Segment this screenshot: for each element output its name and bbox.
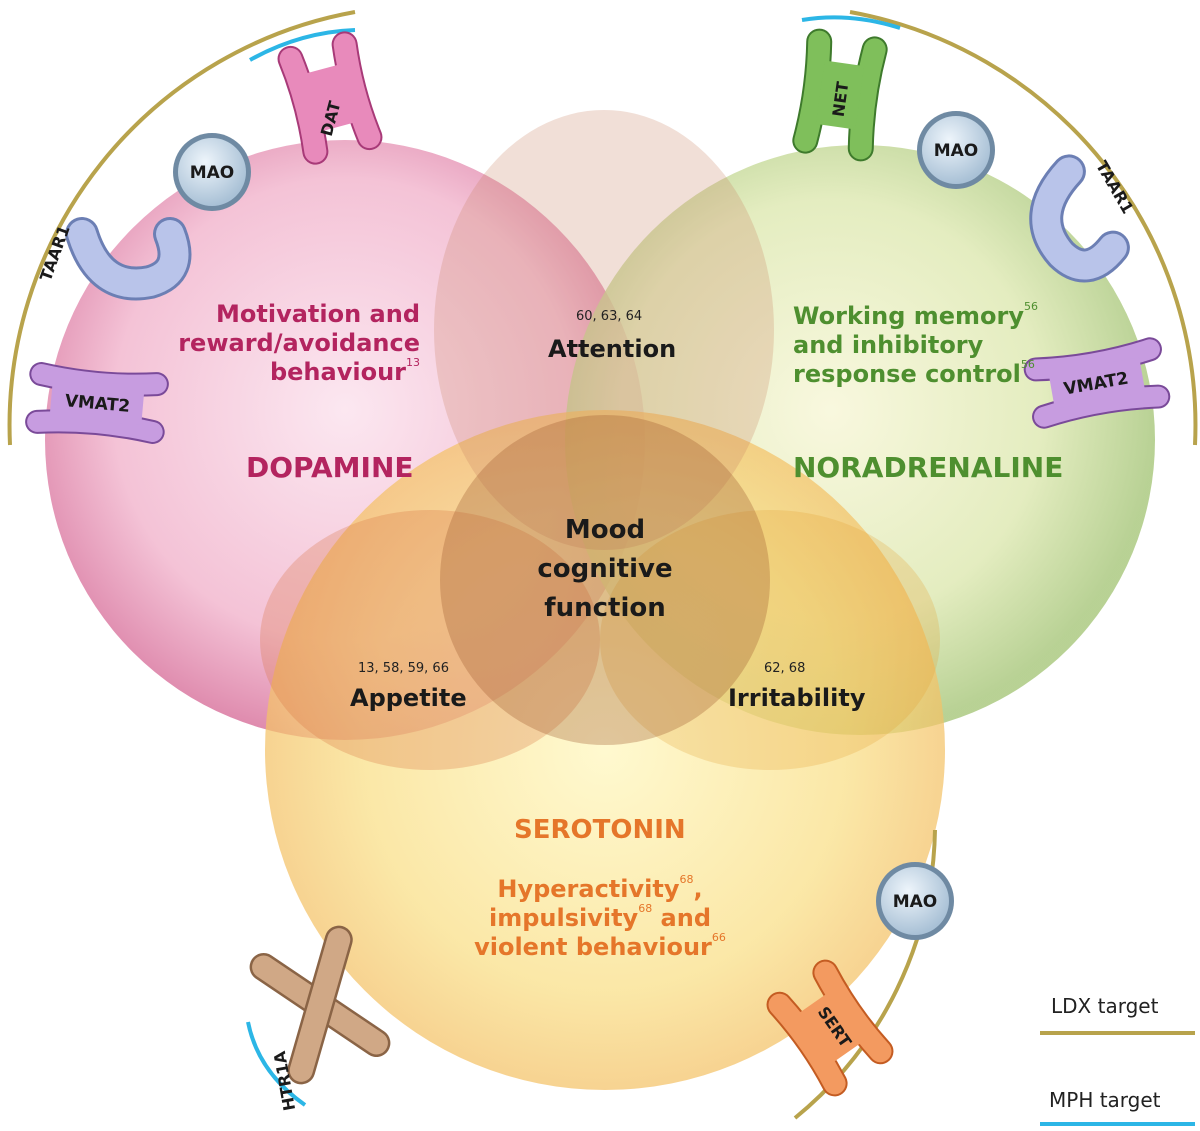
serotonin-function-word-3: violent behaviour xyxy=(474,932,712,961)
mao-dopamine-label: MAO xyxy=(190,163,235,183)
taar1-left xyxy=(65,217,192,301)
center-line-1: Mood xyxy=(564,515,646,545)
taar1-right xyxy=(1029,154,1130,283)
dopamine-function-line-3: behaviour xyxy=(269,357,406,386)
serotonin-function-comma: , xyxy=(693,875,703,903)
serotonin-function-ref-1: 68 xyxy=(679,873,694,886)
noradrenaline-function-line-1-row: Working memory56 xyxy=(793,300,1093,331)
irritability-overlap xyxy=(600,510,940,770)
serotonin-function-line-3-row: violent behaviour66 xyxy=(440,930,760,962)
vmat2-right xyxy=(1023,337,1171,429)
dopamine-title: DOPAMINE xyxy=(246,451,414,484)
center-line-2: cognitive xyxy=(537,554,673,584)
noradrenaline-function-ref-3: 56 xyxy=(1020,357,1035,371)
appetite-refs: 13, 58, 59, 66 xyxy=(358,661,449,676)
htr1a-receptor xyxy=(249,925,391,1085)
ldx-arc-right xyxy=(849,10,1198,446)
dopamine-function: Motivation and reward/avoidance behaviou… xyxy=(160,300,420,386)
appetite-overlap xyxy=(260,510,600,770)
attention-label: Attention xyxy=(548,335,677,363)
noradrenaline-function-line-3-row: response control56 xyxy=(793,357,1093,389)
noradrenaline-function-line-1: Working memory xyxy=(793,302,1025,330)
attention-overlap xyxy=(434,110,774,550)
dopamine-function-line-3-row: behaviour13 xyxy=(160,355,420,387)
mph-arc-htr1a xyxy=(246,1021,307,1107)
serotonin-title: SEROTONIN xyxy=(514,815,686,845)
noradrenaline-title: NORADRENALINE xyxy=(793,451,1064,484)
serotonin-function: Hyperactivity68, impulsivity68 and viole… xyxy=(440,873,760,962)
serotonin-function-line-1-row: Hyperactivity68, xyxy=(440,873,760,904)
dat-transporter xyxy=(277,31,383,165)
serotonin-function-ref-3: 66 xyxy=(711,930,726,944)
taar1-right-label: TAAR1 xyxy=(1092,157,1137,217)
serotonin-circle xyxy=(265,410,945,1090)
vmat2-left xyxy=(25,362,169,444)
dopamine-function-ref: 13 xyxy=(406,355,420,369)
noradrenaline-function: Working memory56 and inhibitory response… xyxy=(793,300,1093,389)
center-overlap xyxy=(440,415,770,745)
noradrenaline-function-ref-1: 56 xyxy=(1024,300,1039,313)
mph-arc-net xyxy=(801,15,901,30)
serotonin-function-ref-2: 68 xyxy=(638,901,653,915)
noradrenaline-function-line-3: response control xyxy=(793,359,1021,388)
serotonin-function-word-1: Hyperactivity xyxy=(497,875,680,903)
attention-refs: 60, 63, 64 xyxy=(576,309,643,324)
center-line-3: function xyxy=(544,593,666,623)
center-label: Mood cognitive function xyxy=(505,511,705,628)
mph-legend-label: MPH target xyxy=(1049,1088,1161,1112)
mao-noradrenaline-label: MAO xyxy=(934,141,979,161)
mao-serotonin xyxy=(876,862,954,940)
noradrenaline-function-line-2: and inhibitory xyxy=(793,330,984,359)
dopamine-function-line-2: reward/avoidance xyxy=(178,328,420,357)
ldx-legend-label: LDX target xyxy=(1051,994,1159,1018)
net-label: NET xyxy=(829,80,853,118)
taar1-left-label: TAAR1 xyxy=(36,223,74,284)
appetite-label: Appetite xyxy=(350,684,467,712)
mph-arc-dat xyxy=(249,28,356,62)
net-transporter xyxy=(792,28,888,162)
serotonin-function-line-2-row: impulsivity68 and xyxy=(440,901,760,933)
mao-dopamine xyxy=(173,133,251,211)
sert-transporter xyxy=(766,959,894,1097)
ldx-arc-left xyxy=(7,10,356,446)
dopamine-function-line-1: Motivation and xyxy=(216,300,420,328)
mao-serotonin-label: MAO xyxy=(893,892,938,912)
serotonin-function-and: and xyxy=(652,903,712,932)
serotonin-function-word-2: impulsivity xyxy=(488,903,639,932)
mao-noradrenaline xyxy=(917,111,995,189)
irritability-label: Irritability xyxy=(728,684,866,712)
irritability-refs: 62, 68 xyxy=(764,661,806,676)
